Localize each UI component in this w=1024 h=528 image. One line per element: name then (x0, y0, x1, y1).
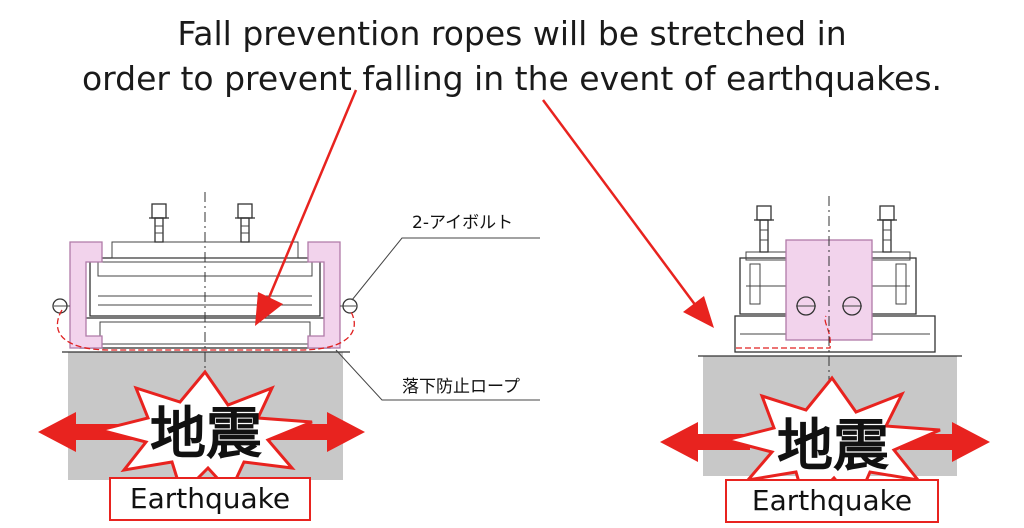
caption-line-1: Fall prevention ropes will be stretched … (177, 14, 846, 53)
left-quake-label-box (109, 477, 311, 521)
eyebolt-label: 2-アイボルト (412, 213, 513, 233)
right-quake-kanji: 地震 (777, 413, 889, 479)
left-eyebolt-1 (149, 203, 169, 243)
left-clamp-right (307, 241, 341, 349)
right-eyebolt-1 (754, 205, 774, 253)
right-eyebolt-2 (877, 205, 897, 253)
left-fall-prevention-rope (56, 309, 355, 351)
right-figure: 地震 Earthquake (660, 196, 990, 523)
pointer-arrow-right (541, 99, 698, 307)
rope-label: 落下防止ロープ (402, 377, 520, 397)
pointer-arrow-left (266, 89, 358, 301)
pointer-arrows (255, 89, 714, 328)
left-eyebolt-2 (235, 203, 255, 243)
left-quake-label: Earthquake (130, 482, 290, 515)
caption-line-2: order to prevent falling in the event of… (82, 59, 942, 98)
left-shake-arrow (38, 412, 365, 452)
left-quake-kanji: 地震 (150, 401, 262, 467)
left-quake-burst (99, 369, 313, 497)
right-shake-arrow (660, 422, 990, 462)
right-quake-label-box (725, 479, 939, 523)
right-quake-label: Earthquake (752, 484, 912, 517)
left-clamp-left (69, 241, 103, 349)
right-quake-burst (725, 375, 941, 509)
right-fall-prevention-rope (736, 315, 831, 349)
left-figure: 2-アイボルト 落下防止ロープ 地震 Earthquake (38, 192, 540, 521)
